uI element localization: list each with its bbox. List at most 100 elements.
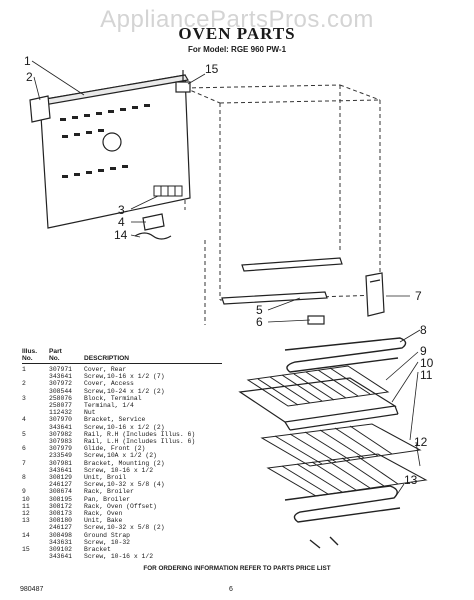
table-row: 7 307981 Bracket, Mounting (2) <box>22 460 222 467</box>
cell-part-no: 308180 <box>49 517 73 525</box>
cell-part-no: 246127 <box>49 481 73 489</box>
callout-12: 12 <box>414 435 428 449</box>
bake-unit <box>284 485 401 549</box>
callout-9: 9 <box>420 344 427 358</box>
header-part-bottom: No. <box>49 355 60 362</box>
cell-part-no: 258077 <box>49 402 73 410</box>
header-part-top: Part <box>49 348 62 355</box>
cell-part-no: 343641 <box>49 553 73 561</box>
callout-4: 4 <box>118 215 125 229</box>
cell-illus-no: 8 <box>22 474 26 482</box>
cell-description: Screw,10-24 x 1/2 (2) <box>84 387 165 395</box>
cell-description: Screw,10-16 x 1/2 (7) <box>84 373 165 381</box>
cell-part-no: 112432 <box>49 409 73 417</box>
cell-illus-no <box>22 402 49 409</box>
cell-description: Screw, 10-32 <box>84 538 131 546</box>
cell-description: Nut <box>84 409 96 417</box>
cell-description: Bracket, Service <box>84 416 146 424</box>
cell-part-no: 308129 <box>49 474 73 482</box>
service-bracket <box>142 213 165 231</box>
rear-cover-panel <box>38 74 191 229</box>
callout-7: 7 <box>415 289 422 303</box>
cell-illus-no: 2 <box>22 380 26 388</box>
table-row: 246127 Screw,10-32 x 5/8 (4) <box>22 481 222 488</box>
cell-part-no: 343631 <box>49 538 73 546</box>
cell-description: Screw, 10-16 x 1/2 <box>84 466 154 474</box>
rack-rails <box>221 257 343 305</box>
cell-part-no: 308498 <box>49 531 73 539</box>
callout-3: 3 <box>118 203 125 217</box>
cell-part-no: 308195 <box>49 495 73 503</box>
cell-illus-no <box>22 481 49 488</box>
watermark: AppliancePartsPros.com <box>100 6 374 33</box>
cell-description: Rack, Broiler <box>84 488 134 496</box>
cell-part-no: 307970 <box>49 416 73 424</box>
callout-6: 6 <box>256 315 263 329</box>
cell-description: Cover, Access <box>84 380 134 388</box>
callout-11: 11 <box>420 368 433 382</box>
cell-illus-no: 11 <box>22 502 30 510</box>
front-glide <box>307 315 325 325</box>
mounting-bracket <box>365 272 385 317</box>
ordering-footer-note: FOR ORDERING INFORMATION REFER TO PARTS … <box>143 565 331 572</box>
parts-table-header-row1: Illus. Part <box>22 348 222 355</box>
cell-part-no: 307979 <box>49 445 73 453</box>
parts-table-header-row2: No. No. DESCRIPTION <box>22 355 222 364</box>
cell-description: Bracket, Mounting (2) <box>84 459 165 467</box>
document-number: 980487 <box>20 586 44 593</box>
cell-part-no: 343641 <box>49 466 73 474</box>
cell-illus-no: 7 <box>22 459 26 467</box>
cell-illus-no: 15 <box>22 546 30 554</box>
cell-illus-no <box>22 409 49 416</box>
rear-cover-vent <box>102 132 122 152</box>
access-cover <box>29 95 51 123</box>
cell-illus-no <box>22 524 49 531</box>
leader-lines <box>31 60 421 497</box>
oven-cavity-frame <box>184 84 381 325</box>
cell-illus-no: 10 <box>22 495 30 503</box>
cell-description: Rack, Oven <box>84 510 123 518</box>
oven-rack-offset <box>260 423 422 467</box>
callout-14: 14 <box>114 228 128 242</box>
callout-1: 1 <box>24 54 31 68</box>
callout-10: 10 <box>420 356 434 370</box>
cell-part-no: 307983 <box>49 438 73 446</box>
cell-description: Glide, Front (2) <box>84 445 146 453</box>
cell-illus-no: 13 <box>22 517 30 525</box>
cell-description: Screw,10-32 x 5/8 (4) <box>84 481 165 489</box>
broil-unit <box>284 337 407 373</box>
oven-rack <box>266 453 428 497</box>
cell-illus-no <box>22 438 49 445</box>
cell-illus-no <box>22 553 49 560</box>
page-number: 6 <box>229 586 233 593</box>
cell-part-no: 343641 <box>49 373 73 381</box>
page-title: OVEN PARTS <box>178 24 296 43</box>
cell-part-no: 233549 <box>49 452 73 460</box>
cell-illus-no <box>22 388 49 395</box>
cell-illus-no <box>22 467 49 474</box>
header-description: DESCRIPTION <box>84 355 130 362</box>
cell-part-no: 307981 <box>49 459 73 467</box>
cell-part-no: 343641 <box>49 423 73 431</box>
table-row: 343641 Screw, 10-16 x 1/2 <box>22 553 222 560</box>
header-illus-bottom: No. <box>22 355 33 362</box>
cell-part-no: 307982 <box>49 430 73 438</box>
cell-illus-no: 14 <box>22 531 30 539</box>
cell-part-no: 309102 <box>49 546 73 554</box>
cell-part-no: 308674 <box>49 488 73 496</box>
cell-description: Screw, 10-16 x 1/2 <box>84 553 154 561</box>
model-subtitle: For Model: RGE 960 PW-1 <box>187 45 287 54</box>
